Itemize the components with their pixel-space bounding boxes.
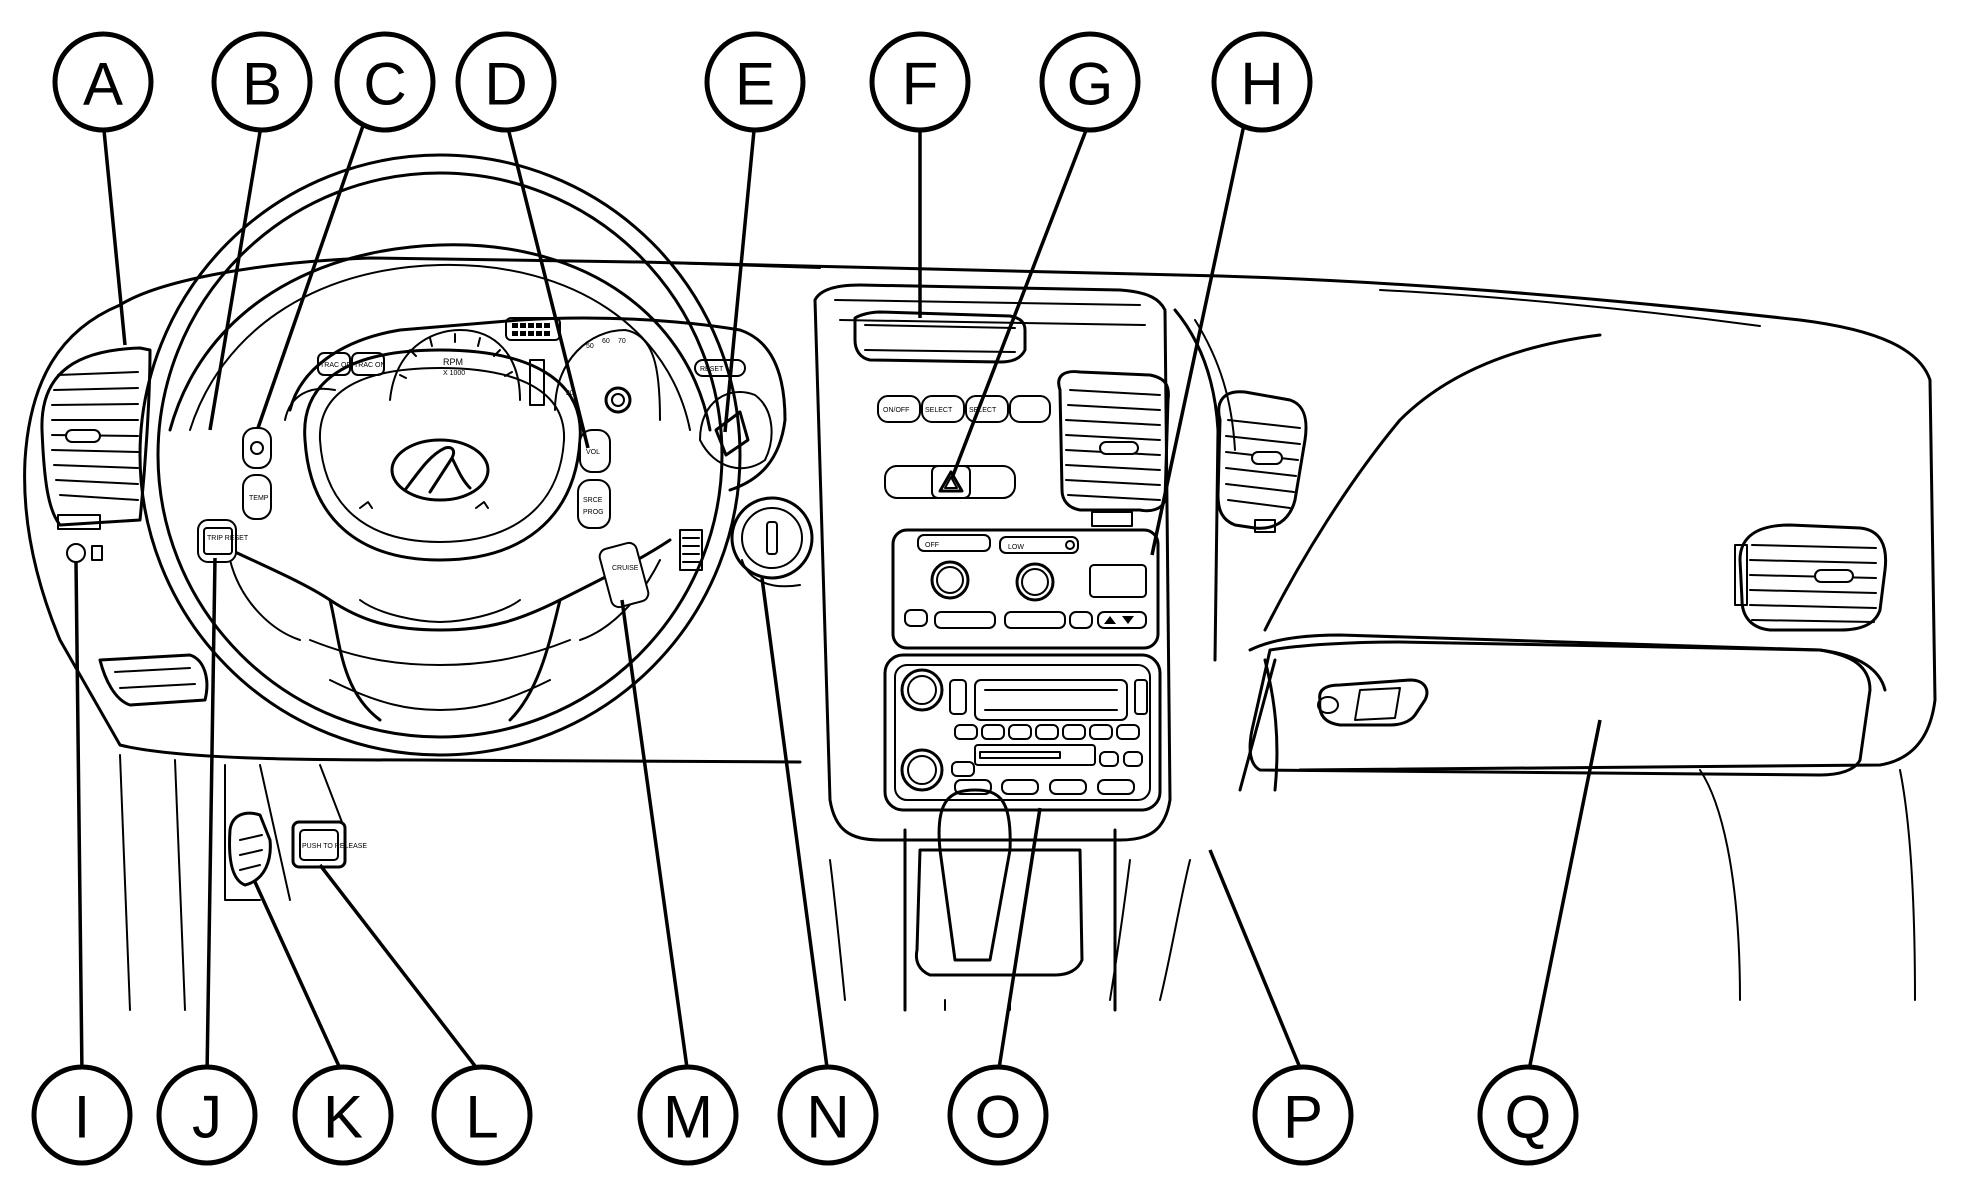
callout-o: O [947,1064,1049,1166]
leader-h [1150,119,1247,556]
right-steering-controls: VOL SRCE PROG [577,429,611,529]
callout-p: P [1252,1064,1354,1166]
mph-50-label: 50 [586,343,594,350]
callout-j-label: J [192,1084,222,1151]
callout-d-label: D [484,51,527,118]
callout-k: K [292,1064,394,1166]
callout-l-label: L [465,1084,498,1151]
callout-h: H [1211,31,1313,133]
callout-n: N [777,1064,879,1166]
center-stack: ON/OFF SELECT SELECT OFF LOW [813,283,1172,842]
left-air-vent [40,346,152,563]
parking-brake-release: PUSH TO RELEASE [291,820,367,869]
rpm-x1000-label: X 1000 [443,370,465,377]
callouts: A B C D E F G H I J K L M N O P Q [31,31,1579,1166]
leader-k [253,881,345,1076]
leader-p [1208,849,1305,1076]
prog-label: PROG [583,509,604,516]
low-label: LOW [1008,544,1024,551]
left-steering-controls: TEMP [242,427,272,520]
callout-c: C [334,31,436,133]
leader-d [504,119,590,449]
trac-on-label: TRAC ON [354,362,386,369]
callout-d: D [455,31,557,133]
leader-g [950,119,1092,479]
callout-e: E [704,31,806,133]
leader-a [101,119,127,346]
callout-q: Q [1477,1064,1579,1166]
mph-60-label: 60 [602,338,610,345]
cruise-label: CRUISE [612,565,639,572]
callout-l: L [431,1064,533,1166]
temp-label: TEMP [249,495,269,502]
right-center-air-vent [1216,390,1308,533]
trip-reset-label: TRIP RESET [207,535,249,542]
callout-b: B [211,31,313,133]
leader-lines [74,119,1602,1077]
leader-i [74,561,84,1076]
callout-o-label: O [975,1084,1022,1151]
callout-m-label: M [663,1084,713,1151]
callout-f-label: F [902,51,939,118]
push-release-label: PUSH TO RELEASE [302,843,367,850]
callout-m: M [637,1064,739,1166]
mph-70-label: 70 [618,338,626,345]
callout-b-label: B [242,51,282,118]
callout-i: I [31,1064,133,1166]
callout-k-label: K [323,1084,363,1151]
select-1-label: SELECT [925,407,953,414]
dashboard-line-art: TEMP VOL SRCE PROG TRIP RESET CRUISE TRA… [23,153,1937,1012]
callout-c-label: C [363,51,406,118]
reset-label: RESET [700,366,724,373]
leader-q [1526,719,1602,1076]
leader-n [760,577,830,1076]
callout-h-label: H [1240,51,1283,118]
select-2-label: SELECT [969,407,997,414]
leader-e [723,119,757,433]
callout-a-label: A [83,51,123,118]
trip-reset-button: TRIP RESET [197,519,249,563]
srce-label: SRCE [583,497,603,504]
callout-n-label: N [806,1084,849,1151]
vol-label: VOL [586,449,600,456]
steering-wheel [138,153,742,757]
gauge-cluster: TRAC OFF TRAC ON RPM X 1000 50 [284,316,787,492]
callout-j: J [156,1064,258,1166]
leader-o [996,807,1042,1076]
callout-i-label: I [74,1084,91,1151]
callout-g-label: G [1067,51,1114,118]
mph-20-label: 20 [566,390,574,397]
callout-a: A [52,31,154,133]
center-air-vent [1057,370,1170,527]
callout-f: F [869,31,971,133]
callout-e-label: E [735,51,775,118]
on-off-label: ON/OFF [883,407,909,414]
glove-box [1248,640,1872,777]
callout-p-label: P [1283,1084,1323,1151]
leader-b [208,119,264,431]
leader-l [318,863,484,1077]
callout-q-label: Q [1505,1084,1552,1151]
hood-release-handle [228,811,272,887]
leader-c [256,119,367,429]
right-air-vent [1734,523,1888,632]
trac-off-label: TRAC OFF [320,362,355,369]
leader-m [620,599,690,1076]
ignition-switch [730,496,814,588]
callout-g: G [1039,31,1141,133]
leader-j [205,557,217,1076]
off-label: OFF [925,542,939,549]
rpm-label: RPM [443,357,463,367]
cruise-lever: CRUISE [598,541,650,609]
